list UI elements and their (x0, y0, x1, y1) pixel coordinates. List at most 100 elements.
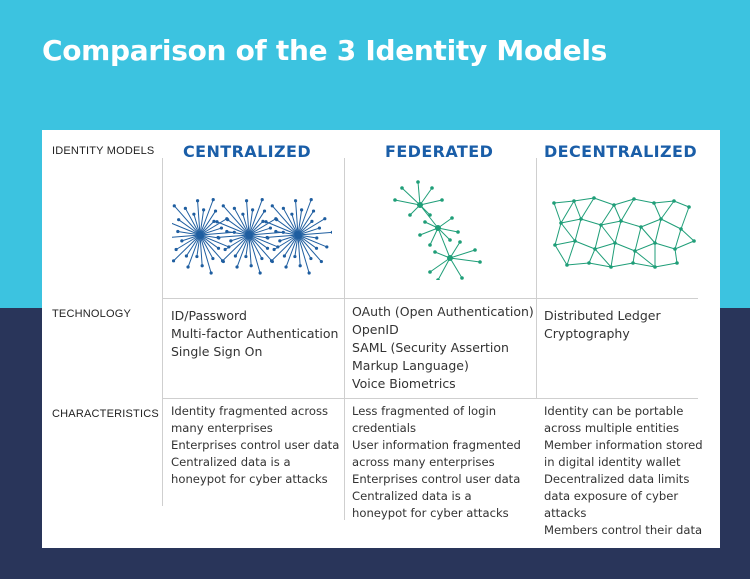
node-dot (226, 218, 230, 222)
mesh-line (653, 202, 662, 220)
characteristics-cell-decentralized: Identity can be portable across multiple… (544, 403, 703, 539)
mesh-line (574, 240, 596, 250)
node-dot (565, 263, 569, 267)
spoke-line (193, 214, 201, 236)
tech-item: SAML (Security Assertion (352, 340, 509, 355)
mesh-line (594, 242, 616, 250)
node-dot (192, 212, 196, 216)
hub-dot (447, 255, 453, 261)
column-divider-1 (162, 158, 163, 506)
spoke-line (248, 234, 268, 239)
node-dot (262, 209, 267, 213)
mesh-line (560, 222, 576, 242)
node-dot (229, 239, 233, 243)
spoke-line (248, 234, 263, 259)
characteristic-line: Identity can be portable (544, 404, 684, 418)
characteristic-line: across many enterprises (352, 455, 495, 469)
spoke-line (449, 257, 463, 279)
node-dot (251, 208, 255, 212)
node-dot (631, 261, 635, 265)
spoke-line (297, 210, 314, 236)
mesh-line (634, 226, 642, 252)
spoke-line (419, 227, 439, 236)
spoke-line (437, 257, 451, 280)
spoke-line (265, 221, 299, 236)
mesh-line (640, 218, 662, 228)
tech-item: Voice Biometrics (352, 376, 456, 391)
node-dot (613, 241, 617, 245)
column-header-federated: FEDERATED (385, 142, 494, 161)
node-dot (265, 235, 269, 240)
node-dot (307, 271, 311, 275)
spoke-line (222, 205, 250, 236)
technology-cell-centralized: ID/Password Multi-factor Authentication … (171, 307, 338, 361)
mesh-line (600, 224, 616, 244)
spoke-line (199, 218, 228, 236)
spoke-line (417, 181, 421, 206)
mesh-line (588, 248, 596, 264)
mesh-line (654, 218, 662, 244)
spoke-line (297, 231, 332, 236)
spoke-line (248, 234, 268, 249)
spoke-line (196, 234, 201, 257)
spoke-line (173, 205, 201, 236)
row-label-technology: TECHNOLOGY (52, 308, 132, 320)
node-dot (264, 220, 268, 224)
node-dot (293, 199, 298, 203)
spoke-line (185, 234, 201, 257)
node-dot (284, 265, 288, 269)
tech-item: Single Sign On (171, 344, 263, 359)
spoke-line (199, 234, 212, 274)
node-dot (400, 186, 404, 190)
node-dot (572, 199, 576, 203)
node-dot (609, 265, 613, 269)
tech-item: OAuth (Open Authentication) (352, 304, 534, 319)
spoke-line (437, 227, 459, 233)
node-dot (200, 264, 204, 268)
spoke-line (273, 234, 299, 250)
spoke-line (279, 234, 299, 242)
mesh-line (632, 262, 656, 268)
node-dot (278, 239, 282, 243)
node-dot (177, 218, 181, 222)
spoke-line (199, 199, 214, 236)
hub-dot (435, 225, 441, 231)
spoke-line (248, 221, 264, 236)
node-dot (174, 247, 178, 252)
node-dot (282, 254, 286, 258)
node-dot (653, 265, 657, 269)
node-dot (275, 218, 279, 222)
mesh-line (613, 198, 635, 206)
spoke-line (294, 234, 299, 257)
spoke-line (297, 227, 320, 236)
row-divider-characteristics (162, 398, 698, 399)
node-dot (687, 205, 691, 209)
node-dot (232, 206, 236, 210)
node-dot (393, 198, 397, 202)
node-dot (552, 201, 556, 205)
mesh-line (613, 204, 622, 222)
spoke-line (175, 234, 201, 250)
node-dot (653, 241, 657, 245)
spoke-line (276, 219, 299, 236)
mesh-line (573, 197, 595, 202)
tech-item: Multi-factor Authentication (171, 326, 339, 341)
row-label-characteristics: CHARACTERISTICS (52, 408, 159, 420)
node-dot (269, 259, 274, 263)
mesh-line (653, 200, 675, 204)
node-dot (672, 199, 676, 203)
spoke-line (199, 234, 219, 249)
spoke-line (297, 218, 326, 236)
spoke-line (449, 241, 461, 259)
spoke-line (226, 230, 250, 236)
node-dot (241, 212, 245, 216)
spoke-line (401, 187, 421, 206)
characteristic-line: Member information stored (544, 438, 703, 452)
node-dot (440, 198, 444, 202)
node-dot (423, 220, 427, 224)
mesh-line (593, 197, 615, 206)
column-header-centralized: CENTRALIZED (183, 142, 312, 161)
spoke-line (233, 208, 250, 236)
node-dot (579, 217, 583, 221)
mesh-line (660, 218, 682, 230)
